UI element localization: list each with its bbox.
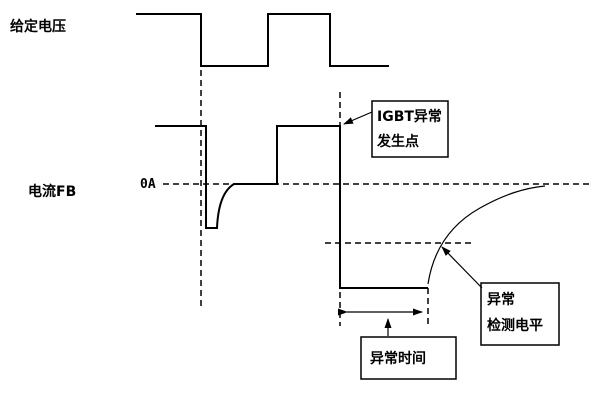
igbt-fault-label-line2: 发生点 [376, 133, 419, 150]
fault-time-label: 异常时间 [370, 350, 426, 367]
zero-current-label: 0A [140, 177, 156, 192]
detect-level-label-line2: 检测电平 [487, 317, 543, 334]
igbt-fault-callout-box [371, 100, 449, 158]
given-voltage-waveform [136, 13, 389, 67]
igbt-fault-arrow [343, 111, 373, 125]
current-fb-label: 电流FB [28, 183, 76, 200]
given-voltage-label: 给定电压 [10, 18, 66, 35]
fault-time-callout-box [360, 336, 457, 380]
detect-level-label-line1: 异常 [487, 291, 515, 308]
current-fb-waveform [155, 125, 428, 289]
igbt-fault-label-line1: IGBT异常 [377, 108, 442, 125]
detect-level-callout-box [480, 282, 560, 346]
current-rise-curve [427, 185, 546, 285]
detect-level-arrow [441, 246, 483, 289]
